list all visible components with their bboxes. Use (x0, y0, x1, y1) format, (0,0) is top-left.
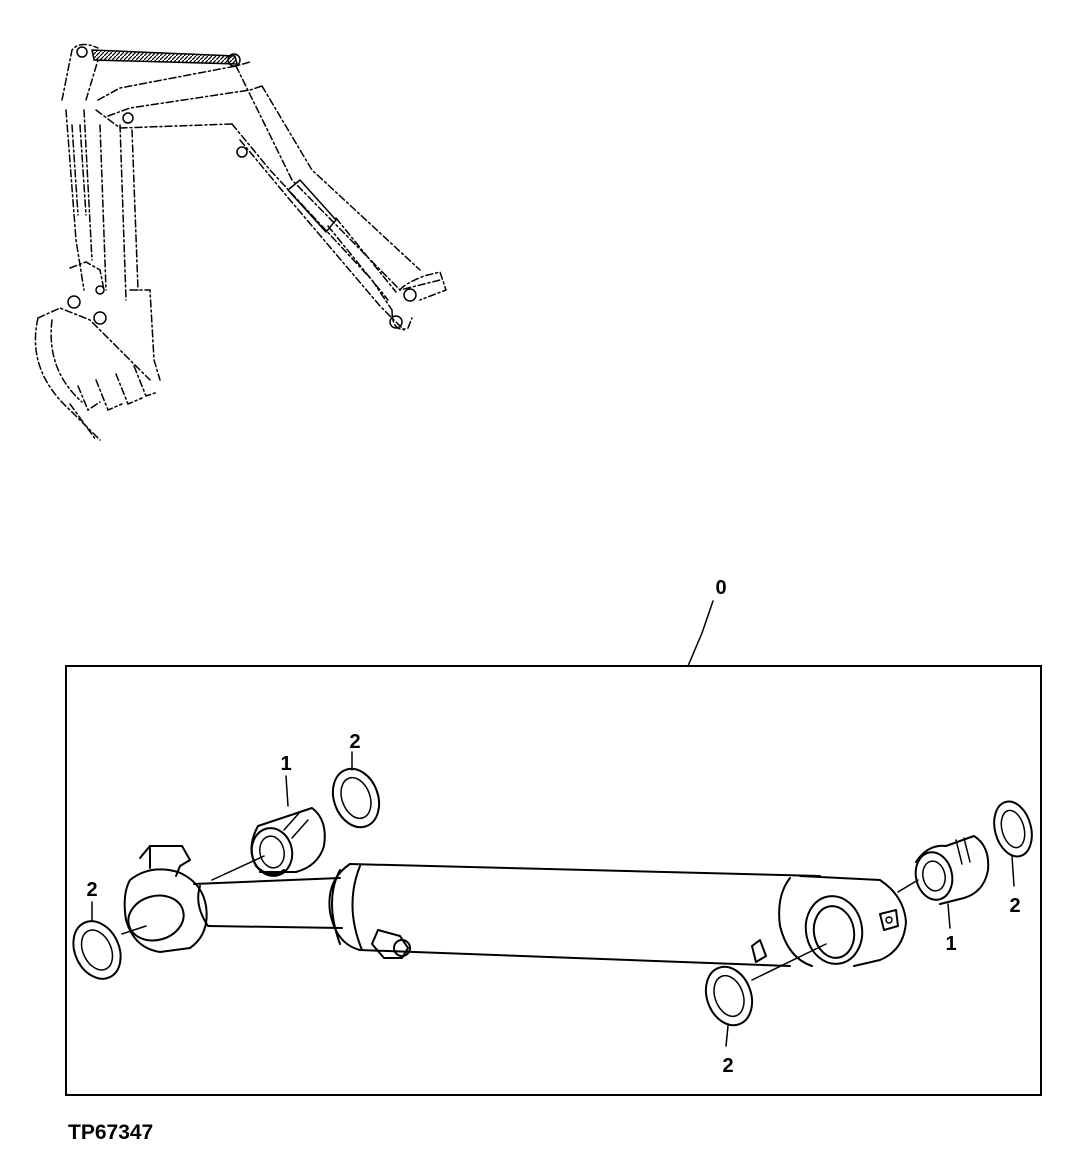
excavator-boom-illustration (34, 43, 447, 441)
callout-label-seal: 2 (349, 731, 360, 753)
bushing-illustration (250, 807, 990, 905)
callout-label-seal: 2 (1009, 895, 1020, 917)
callout-label-seal: 2 (722, 1055, 733, 1077)
callout-label-bushing: 1 (945, 933, 956, 955)
callout-label-bushing: 1 (280, 753, 291, 775)
hose-icon (91, 49, 238, 65)
assembly-frame (65, 665, 1042, 1096)
hydraulic-cylinder-illustration (123, 845, 907, 967)
seal-ring-illustration (72, 767, 1033, 1027)
figure-id: TP67347 (68, 1121, 153, 1144)
callout-label-assembly: 0 (715, 577, 726, 599)
callout-label-seal: 2 (86, 879, 97, 901)
